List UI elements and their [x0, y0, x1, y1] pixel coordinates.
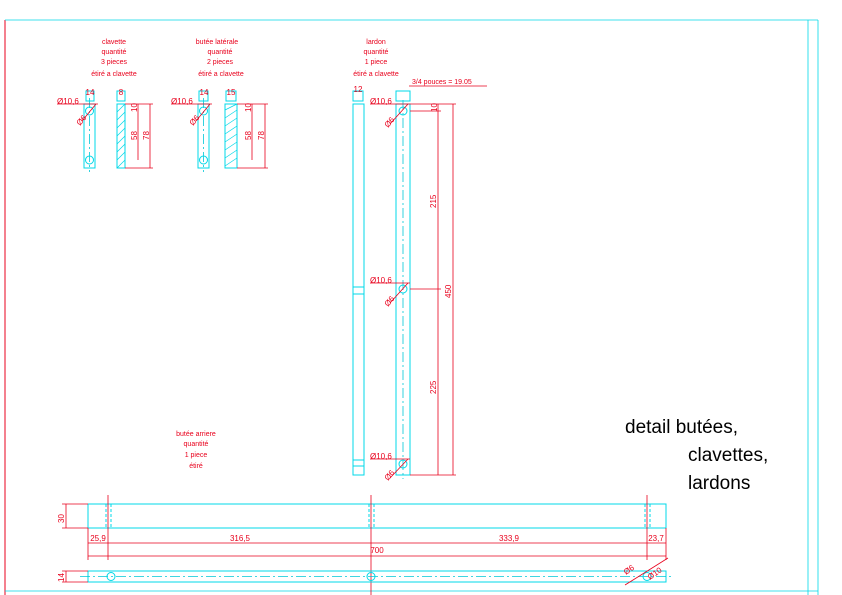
arriere-d-outer: Ø10 [646, 565, 664, 581]
clavette-hole-bottom [85, 155, 94, 165]
lardon-d-inner-mid: Ø6 [383, 294, 397, 308]
arriere-note-4: étiré [189, 463, 203, 470]
butee-note-3: 2 pieces [207, 59, 234, 66]
clavette-note-3: 3 pieces [101, 59, 128, 66]
arriere-top-view [87, 503, 667, 529]
lardon-d-outer-top: Ø10,6 [370, 97, 392, 106]
clavette-note-2: quantité [102, 49, 127, 56]
lardon-d-inner-bottom: Ø6 [383, 468, 397, 482]
butee-d-outer: Ø10,6 [171, 97, 193, 106]
clavette-w1: 14 [86, 88, 95, 97]
butee-laterale-detail: butée latérale quantité 2 pieces étiré a… [171, 39, 268, 172]
butee-note-4: étiré a clavette [198, 71, 244, 78]
title-line-3: lardons [688, 473, 750, 494]
lardon-note-3: 1 piece [365, 59, 388, 66]
lardon-front-view [352, 103, 365, 476]
lardon-h-seg2: 225 [429, 380, 438, 394]
butee-note-2: quantité [208, 49, 233, 56]
lardon-w: 12 [354, 85, 363, 94]
arriere-hole-right [642, 572, 652, 581]
butee-h-top: 10 [244, 103, 253, 112]
arriere-hole-mid [366, 572, 376, 581]
clavette-d-outer: Ø10,6 [57, 97, 79, 106]
lardon-note-4: étiré a clavette [353, 71, 399, 78]
lardon-h-total: 450 [444, 284, 453, 298]
arriere-d-inner: Ø6 [622, 563, 636, 577]
lardon-detail: lardon quantité 1 piece étiré a clavette… [352, 39, 487, 482]
clavette-w2: 8 [119, 88, 124, 97]
lardon-d-inner-top: Ø6 [383, 115, 397, 129]
lardon-hole-mid [398, 284, 408, 294]
lardon-hole-top [398, 106, 408, 116]
lardon-note-1: lardon [366, 39, 386, 46]
arriere-hole-left [106, 572, 116, 581]
arriere-note-2: quantité [184, 441, 209, 448]
arriere-seg3: 333,9 [499, 534, 520, 543]
lardon-d-outer-mid: Ø10,6 [370, 276, 392, 285]
clavette-detail: clavette quantité 3 pieces étiré a clave… [57, 39, 153, 172]
butee-arriere-detail: butée arriere quantité 1 piece étiré 30 … [57, 431, 672, 595]
lardon-h-seg1: 215 [429, 194, 438, 208]
lardon-h-top: 10 [430, 103, 439, 112]
arriere-note-3: 1 piece [185, 452, 208, 459]
lardon-d-outer-bottom: Ø10,6 [370, 452, 392, 461]
title-line-1: detail butées, [625, 417, 738, 438]
title-line-2: clavettes, [688, 445, 768, 466]
butee-w1: 14 [200, 88, 209, 97]
butee-side-view [224, 103, 238, 169]
clavette-note-4: étiré a clavette [91, 71, 137, 78]
butee-note-1: butée latérale [196, 39, 239, 46]
arriere-note-1: butée arriere [176, 431, 216, 438]
butee-w2: 15 [227, 88, 236, 97]
lardon-hole-bottom [398, 459, 408, 469]
lardon-note-2: quantité [364, 49, 389, 56]
butee-h-total: 78 [257, 131, 266, 140]
arriere-seg2: 316,5 [230, 534, 251, 543]
arriere-seg1: 25,9 [90, 534, 106, 543]
arriere-height: 30 [57, 514, 66, 523]
clavette-hole-top [85, 106, 94, 116]
clavette-h-top: 10 [130, 103, 139, 112]
arriere-total: 700 [370, 546, 384, 555]
butee-d-inner: Ø6 [188, 113, 202, 127]
arriere-thick: 14 [57, 573, 66, 582]
lardon-conversion: 3/4 pouces = 19.05 [412, 79, 472, 86]
title-block: detail butées, clavettes, lardons [625, 417, 768, 494]
butee-h-mid: 58 [244, 131, 253, 140]
clavette-h-mid: 58 [130, 131, 139, 140]
clavette-note-1: clavette [102, 39, 126, 46]
arriere-seg4: 23,7 [648, 534, 664, 543]
clavette-h-total: 78 [142, 131, 151, 140]
